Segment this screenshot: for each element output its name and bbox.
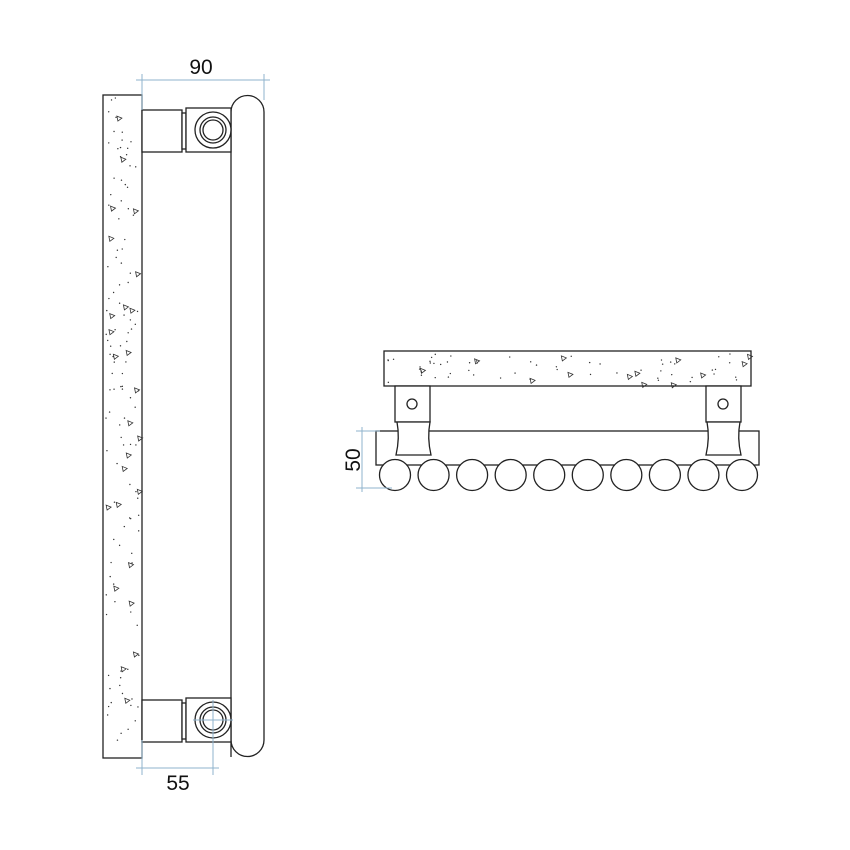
tube — [648, 458, 682, 492]
side-view: 90 55 — [102, 56, 270, 795]
bottom-bracket — [141, 697, 233, 775]
top-bracket — [141, 107, 232, 153]
wall-texture — [105, 97, 144, 741]
tube — [533, 458, 566, 492]
dimension-90: 90 — [136, 56, 270, 110]
tube — [725, 458, 759, 492]
header-pipe — [375, 430, 760, 466]
tube-row — [378, 458, 759, 492]
tube — [687, 458, 720, 492]
dimension-label: 50 — [342, 448, 365, 471]
tube — [494, 458, 527, 492]
wall-slab — [102, 94, 143, 759]
tube — [378, 458, 412, 492]
right-post — [705, 385, 742, 423]
left-post — [394, 385, 431, 423]
dimension-55: 55 — [136, 740, 219, 795]
wall-texture — [387, 353, 754, 389]
tube — [455, 458, 489, 492]
tube — [417, 458, 450, 492]
left-connector — [395, 421, 432, 456]
wall-slab — [383, 350, 752, 387]
dimension-label: 55 — [166, 772, 189, 795]
tube — [571, 458, 604, 492]
right-connector — [705, 421, 742, 456]
radiator-tube — [230, 94, 265, 758]
dimension-label: 90 — [189, 56, 212, 79]
top-view: 50 — [342, 350, 760, 492]
tube — [610, 458, 643, 492]
dimension-50: 50 — [342, 427, 392, 492]
